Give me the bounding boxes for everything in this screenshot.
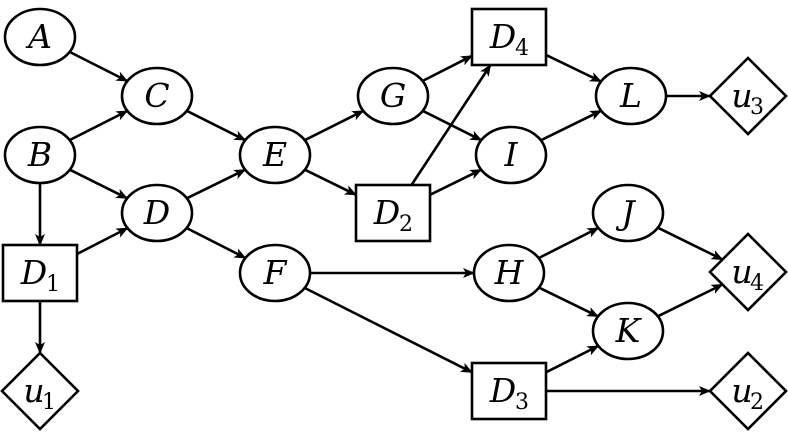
node-label: D — [20, 253, 47, 292]
node-u4: u4 — [708, 232, 788, 312]
edge-H-to-J — [538, 226, 600, 260]
node-D1: D1 — [1, 243, 79, 303]
chance-node-shape — [238, 125, 312, 185]
node-label: u — [731, 252, 752, 291]
node-subscript: 1 — [42, 390, 56, 415]
node-D2: D2 — [354, 183, 432, 243]
utility-node-shape — [708, 56, 788, 136]
edge-D4-to-L — [545, 53, 602, 83]
utility-node-shape — [708, 351, 788, 431]
node-D: D — [120, 183, 194, 243]
edge-D-to-F — [185, 226, 247, 260]
node-A: A — [3, 7, 77, 67]
utility-node-shape — [708, 232, 788, 312]
chance-node-shape — [594, 66, 668, 126]
utility-node-shape — [0, 351, 80, 431]
edge-D-to-E — [186, 168, 247, 200]
edge-J-to-u4 — [657, 226, 724, 261]
node-D4: D4 — [470, 7, 548, 67]
node-subscript: 4 — [515, 36, 529, 61]
node-label: D — [489, 371, 516, 410]
edge-D2-to-D4 — [410, 64, 492, 186]
node-label: u — [731, 371, 752, 410]
edge-A-to-C — [69, 50, 129, 83]
edge-D3-to-K — [545, 344, 600, 374]
node-F: F — [238, 243, 312, 303]
node-subscript: 2 — [750, 390, 764, 415]
node-label: u — [23, 371, 44, 410]
node-B: B — [3, 125, 77, 185]
node-subscript: 4 — [750, 271, 764, 296]
decision-node-shape — [470, 361, 548, 421]
edges-layer — [35, 50, 724, 396]
edge-G-to-D4 — [421, 54, 473, 83]
node-G: G — [356, 66, 430, 126]
node-label: C — [144, 76, 169, 115]
edge-C-to-E — [186, 109, 247, 142]
chance-node-shape — [3, 7, 77, 67]
node-K: K — [591, 301, 665, 361]
edge-E-to-D2 — [304, 168, 357, 196]
node-E: E — [238, 125, 312, 185]
node-subscript: 2 — [399, 212, 413, 237]
node-u3: u3 — [708, 56, 788, 136]
edge-B-to-D — [69, 168, 129, 200]
node-label: I — [503, 135, 518, 174]
chance-node-shape — [120, 66, 194, 126]
decision-node-shape — [354, 183, 432, 243]
node-I: I — [474, 125, 548, 185]
node-label: u — [731, 76, 752, 115]
node-label: F — [263, 253, 288, 292]
chance-node-shape — [356, 66, 430, 126]
node-label: E — [262, 135, 287, 174]
chance-node-shape — [591, 301, 665, 361]
node-subscript: 3 — [750, 95, 764, 120]
edge-D2-to-I — [429, 168, 483, 196]
chance-node-shape — [238, 243, 312, 303]
edge-K-to-u4 — [657, 283, 724, 318]
node-label: D — [373, 193, 400, 232]
chance-node-shape — [474, 125, 548, 185]
decision-node-shape — [470, 7, 548, 67]
node-label: D — [489, 17, 516, 56]
chance-node-shape — [120, 183, 194, 243]
node-label: A — [25, 17, 52, 56]
node-u1: u1 — [0, 351, 80, 431]
node-label: B — [27, 135, 52, 174]
edge-F-to-D3 — [304, 286, 473, 374]
node-label: L — [619, 76, 642, 115]
edge-D1-to-D — [76, 226, 129, 256]
node-label: K — [615, 311, 643, 350]
node-subscript: 1 — [46, 272, 60, 297]
node-D3: D3 — [470, 361, 548, 421]
node-u2: u2 — [708, 351, 788, 431]
edge-I-to-L — [540, 109, 603, 142]
node-H: H — [472, 243, 546, 303]
node-J: J — [591, 183, 665, 243]
node-L: L — [594, 66, 668, 126]
node-label: J — [615, 193, 636, 232]
node-subscript: 3 — [515, 390, 529, 415]
chance-node-shape — [472, 243, 546, 303]
node-label: G — [380, 76, 406, 115]
chance-node-shape — [3, 125, 77, 185]
edge-E-to-G — [304, 109, 365, 142]
edge-H-to-K — [538, 286, 599, 318]
node-label: D — [143, 193, 170, 232]
decision-node-shape — [1, 243, 79, 303]
node-C: C — [120, 66, 194, 126]
edge-B-to-C — [69, 109, 129, 142]
node-label: H — [494, 253, 525, 292]
chance-node-shape — [591, 183, 665, 243]
